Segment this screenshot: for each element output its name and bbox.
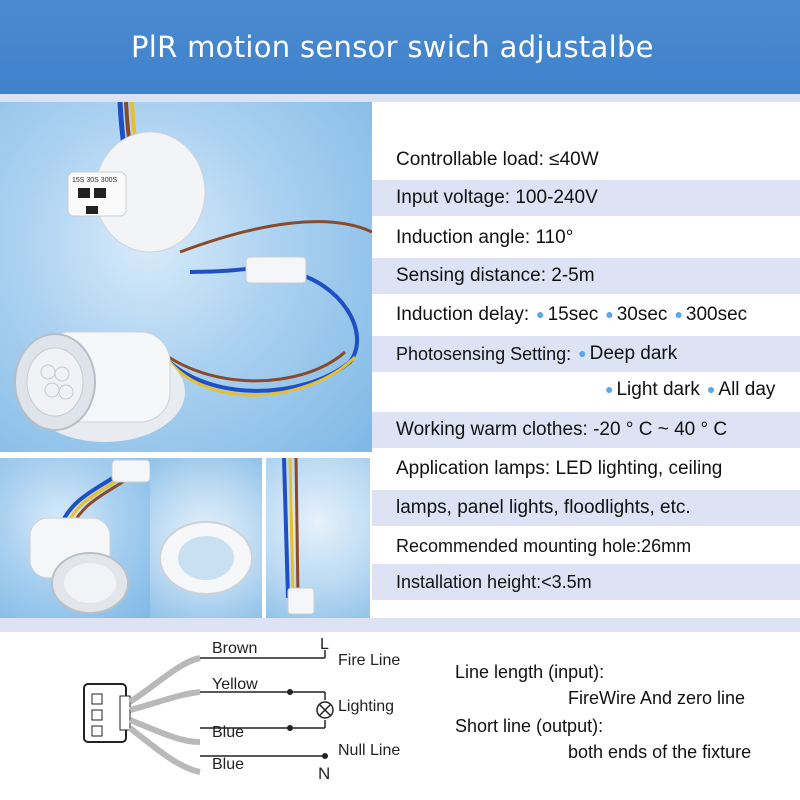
- photosensing-option: Deep dark: [589, 343, 678, 364]
- photosensing-option: All day: [718, 379, 776, 400]
- note-input-desc: FireWire And zero line: [568, 688, 746, 708]
- bullet-icon: ●: [706, 381, 716, 397]
- bullet-icon: ●: [578, 345, 587, 361]
- wire-label-blue-2: Blue: [212, 756, 245, 773]
- spec-photosensing-label: Photosensing Setting:: [396, 343, 572, 364]
- spec-lamps-text-2: lamps, panel lights, floodlights, etc.: [396, 497, 691, 518]
- delay-option: 15sec: [547, 304, 599, 325]
- spec-height-text: Installation height:<3.5m: [396, 571, 592, 592]
- bullet-icon: ●: [674, 306, 683, 322]
- sensor-side-illustration: [29, 459, 150, 614]
- mounting-ring-illustration: [159, 521, 253, 595]
- wire-label-blue-1: Blue: [212, 724, 245, 741]
- spec-voltage-text: Input voltage: 100-240V: [396, 187, 598, 208]
- wiring-diagram: Brown Yellow Blue Blue L N Fire Line Lig…: [0, 632, 420, 800]
- wiring-lines: [83, 650, 334, 775]
- spec-load: Controllable load: ≤40W: [372, 142, 800, 178]
- bullet-icon: ●: [536, 306, 545, 322]
- section-divider: [0, 618, 800, 632]
- wire-label-yellow: Yellow: [212, 676, 258, 693]
- spec-temperature-text: Working warm clothes: -20 ° C ~ 40 ° C: [396, 419, 728, 440]
- spec-angle-text: Induction angle: 110°: [396, 227, 574, 248]
- spec-lamps-text-1: Application lamps: LED lighting, ceiling: [396, 458, 723, 479]
- photosensing-option: Light dark: [616, 379, 700, 400]
- note-input-title: Line length (input):: [455, 662, 605, 682]
- spec-voltage: Input voltage: 100-240V: [372, 180, 800, 216]
- spec-hole-text: Recommended mounting hole:26mm: [396, 535, 692, 556]
- delay-option: 300sec: [685, 304, 748, 325]
- photo-divider: [0, 452, 372, 458]
- title-underband: [0, 94, 800, 102]
- connector-photo: [266, 458, 370, 618]
- spec-temperature: Working warm clothes: -20 ° C ~ 40 ° C: [372, 412, 800, 448]
- sensor-illustration: 15S 30S 300S: [14, 102, 372, 442]
- delay-option: 30sec: [616, 304, 668, 325]
- spec-delay: Induction delay: ● 15sec ● 30sec ● 300se…: [372, 297, 800, 333]
- note-output-title: Short line (output):: [455, 716, 604, 736]
- title-banner: PlR motion sensor swich adjustalbe: [0, 0, 800, 94]
- wire-label-brown: Brown: [212, 640, 258, 657]
- spec-angle: Induction angle: 110°: [372, 220, 800, 256]
- spec-distance: Sensing distance: 2-5m: [372, 258, 800, 294]
- terminal-mark-l: L: [320, 636, 329, 653]
- terminal-lighting: Lighting: [338, 698, 395, 715]
- spec-lamps-1: Application lamps: LED lighting, ceiling: [372, 451, 800, 487]
- spec-delay-label: Induction delay:: [396, 304, 530, 325]
- dial-labels: 15S 30S 300S: [72, 177, 117, 184]
- page-title: PlR motion sensor swich adjustalbe: [131, 30, 654, 64]
- terminal-fire-line: Fire Line: [338, 652, 401, 669]
- connector-illustration: [282, 458, 315, 615]
- spec-photosensing-cont: ● Light dark ● All day: [372, 372, 800, 408]
- product-photo-side: [0, 458, 150, 618]
- product-photo-main: 15S 30S 300S: [0, 102, 372, 452]
- bullet-icon: ●: [605, 381, 614, 397]
- spec-hole: Recommended mounting hole:26mm: [372, 528, 800, 564]
- bullet-icon: ●: [605, 306, 614, 322]
- mounting-ring-photo: [150, 458, 262, 618]
- spec-height: Installation height:<3.5m: [372, 564, 800, 600]
- terminal-null-line: Null Line: [338, 742, 401, 759]
- note-output-desc: both ends of the fixture: [568, 742, 752, 762]
- spec-distance-text: Sensing distance: 2-5m: [396, 265, 595, 286]
- terminal-mark-n: N: [318, 764, 331, 783]
- spec-load-text: Controllable load: ≤40W: [396, 149, 599, 170]
- spec-lamps-2: lamps, panel lights, floodlights, etc.: [372, 490, 800, 526]
- spec-photosensing: Photosensing Setting: ● Deep dark: [372, 336, 800, 372]
